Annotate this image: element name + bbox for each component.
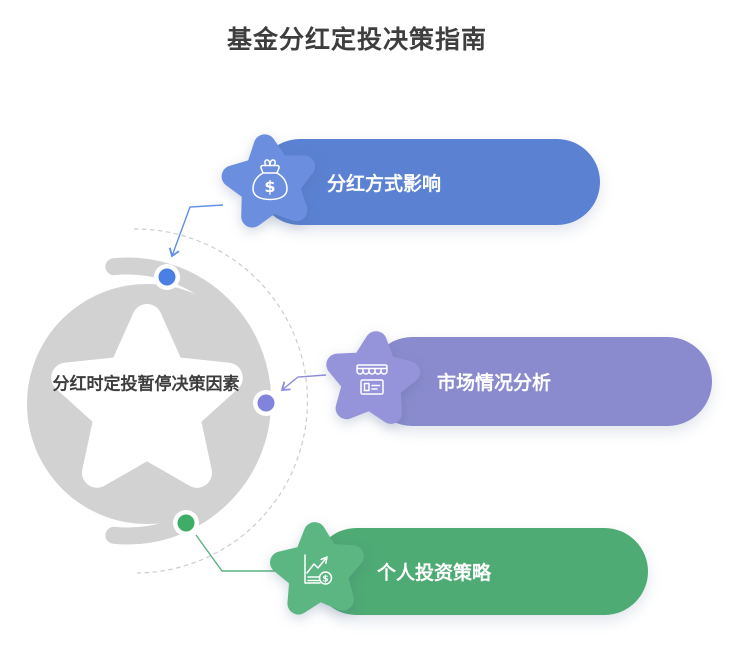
connector-line-market-analysis [280,374,327,392]
connector-line-dividend-method [168,204,224,258]
item-pill-market-analysis: 市场情况分析 [368,337,712,426]
item-label-market-analysis: 市场情况分析 [437,373,552,394]
dot-dividend-method [158,268,176,286]
market-stall-icon [356,364,388,395]
dot-personal-strategy [177,514,195,532]
svg-text:$: $ [322,575,328,585]
star-badge-dividend-method: $ [221,134,316,228]
dashed-orbit-arc [133,228,309,574]
investment-chart-icon: $ [304,554,333,585]
page-title: 基金分红定投决策指南 [226,26,488,54]
star-badge-personal-strategy: $ [270,522,364,615]
hub-star [51,304,243,488]
item-pill-dividend-method: 分红方式影响 [257,139,600,225]
item-label-dividend-method: 分红方式影响 [327,173,442,195]
money-bag-icon: $ [252,159,288,201]
svg-text:$: $ [264,177,275,196]
hub-label: 分红时定投暂停决策因素 [52,374,240,394]
dot-market-analysis [257,394,275,412]
star-shape [326,331,421,424]
star-shape [221,134,316,228]
item-label-personal-strategy: 个人投资策略 [377,563,492,584]
star-badge-market-analysis [326,331,421,424]
star-shape [270,522,364,615]
item-pill-personal-strategy: 个人投资策略 [313,528,648,615]
